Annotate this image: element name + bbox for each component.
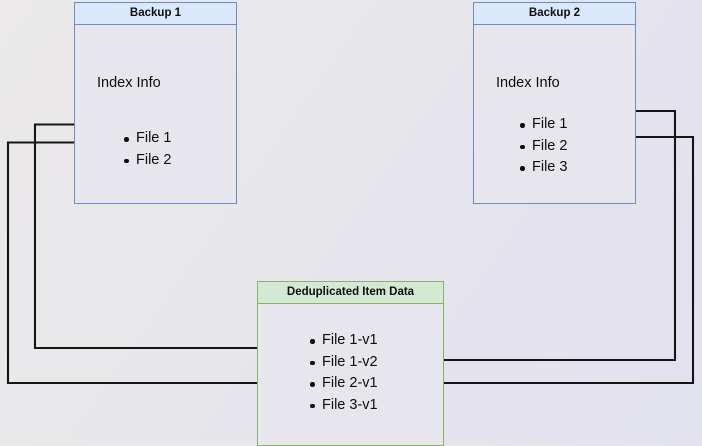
list-item: File 1	[122, 128, 171, 150]
list-item: File 2-v1	[308, 373, 378, 395]
dedup-file-list: File 1-v1 File 1-v2 File 2-v1 File 3-v1	[308, 330, 378, 416]
list-item: File 3-v1	[308, 395, 378, 417]
list-item: File 1	[518, 114, 567, 136]
backup2-title: Backup 2	[474, 3, 635, 25]
dedup-box[interactable]: Deduplicated Item Data File 1-v1 File 1-…	[257, 281, 444, 446]
backup2-index-info-label: Index Info	[496, 75, 560, 91]
backup1-file-list: File 1 File 2	[122, 128, 171, 171]
backup1-box[interactable]: Backup 1 Index Info File 1 File 2	[74, 2, 237, 204]
backup1-title: Backup 1	[75, 3, 236, 25]
list-item: File 3	[518, 157, 567, 179]
backup1-index-info-label: Index Info	[97, 75, 161, 91]
backup2-box[interactable]: Backup 2 Index Info File 1 File 2 File 3	[473, 2, 636, 204]
backup1-body: Index Info File 1 File 2	[75, 25, 236, 203]
backup2-file-list: File 1 File 2 File 3	[518, 114, 567, 179]
list-item: File 2	[518, 136, 567, 158]
list-item: File 1-v2	[308, 352, 378, 374]
dedup-body: File 1-v1 File 1-v2 File 2-v1 File 3-v1	[258, 304, 443, 445]
list-item: File 1-v1	[308, 330, 378, 352]
list-item: File 2	[122, 150, 171, 172]
dedup-title: Deduplicated Item Data	[258, 282, 443, 304]
backup2-body: Index Info File 1 File 2 File 3	[474, 25, 635, 203]
